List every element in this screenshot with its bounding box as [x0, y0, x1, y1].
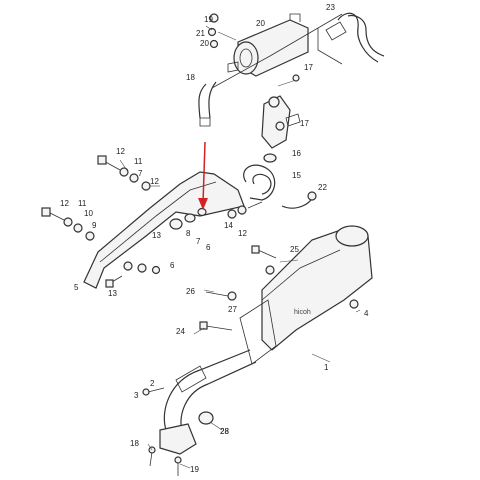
callout-label: 12: [116, 147, 125, 156]
canister-27: [227, 13, 309, 77]
callout-label: 14: [224, 221, 233, 230]
watermark-text: hicoh: [294, 309, 311, 316]
callout-label: 1: [324, 363, 329, 372]
callout-label: 15: [292, 171, 301, 180]
pipe-21: [243, 164, 276, 201]
callout-label: 23: [326, 3, 335, 12]
callout-label: 21: [196, 29, 205, 38]
callout-label: 18: [130, 439, 139, 448]
callout-label: 6: [170, 261, 175, 270]
callout-label: 7: [196, 237, 201, 246]
leader-lines: [119, 25, 361, 469]
callout-label: 3: [134, 391, 139, 400]
callout-label: 28: [220, 427, 229, 436]
frame-lines-top: [211, 13, 343, 89]
callout-label: 13: [152, 231, 161, 240]
callout-label: 5: [74, 283, 79, 292]
grommets-lower: [105, 261, 161, 288]
bolts-14-15: [227, 201, 263, 219]
callout-label: 9: [92, 221, 97, 230]
callout-label: 18: [186, 73, 195, 82]
hose-31: [325, 12, 385, 63]
callout-label: 8: [186, 229, 191, 238]
callout-label: 28: [220, 427, 229, 436]
callout-label: 25: [290, 245, 299, 254]
pointer-arrow: [198, 141, 208, 210]
bolts-26-29-28: [207, 13, 237, 49]
callout-label: 10: [84, 209, 93, 218]
callout-label: 16: [292, 149, 301, 158]
callout-label: 13: [108, 289, 117, 298]
callout-label: 24: [176, 327, 185, 336]
callout-label: 12: [150, 177, 159, 186]
callout-label: 17: [304, 63, 313, 72]
muffler-1: [239, 225, 373, 365]
callout-label: 11: [78, 199, 87, 208]
callout-labels: 23 20 19 21 20 18 17 17 16 15 22 12 11 7…: [60, 3, 369, 474]
callout-label: 20: [200, 39, 209, 48]
exhaust-pipe: [142, 349, 257, 455]
bolt-group-upper: [97, 155, 151, 191]
callout-label: 4: [364, 309, 369, 318]
callout-label: 27: [228, 305, 237, 314]
callout-label: 7: [138, 169, 143, 178]
heat-shield: [83, 171, 245, 289]
clamp-30: [281, 191, 317, 209]
callout-label: 20: [256, 19, 265, 28]
callout-label: 11: [134, 157, 143, 166]
callout-label: 2: [150, 379, 155, 388]
callout-label: 22: [318, 183, 327, 192]
muffler-bolts: [199, 245, 359, 331]
valve-23: [261, 74, 301, 149]
washer-22: [263, 153, 277, 163]
callout-label: 17: [300, 119, 309, 128]
bolt-group-lower: [41, 207, 95, 241]
callout-label: 26: [186, 287, 195, 296]
callout-label: 6: [206, 243, 211, 252]
callout-label: 19: [190, 465, 199, 474]
hose-25: [198, 81, 217, 127]
callout-label: 19: [204, 15, 213, 24]
grommets-mid: [169, 207, 207, 230]
callout-label: 12: [238, 229, 247, 238]
callout-label: 12: [60, 199, 69, 208]
